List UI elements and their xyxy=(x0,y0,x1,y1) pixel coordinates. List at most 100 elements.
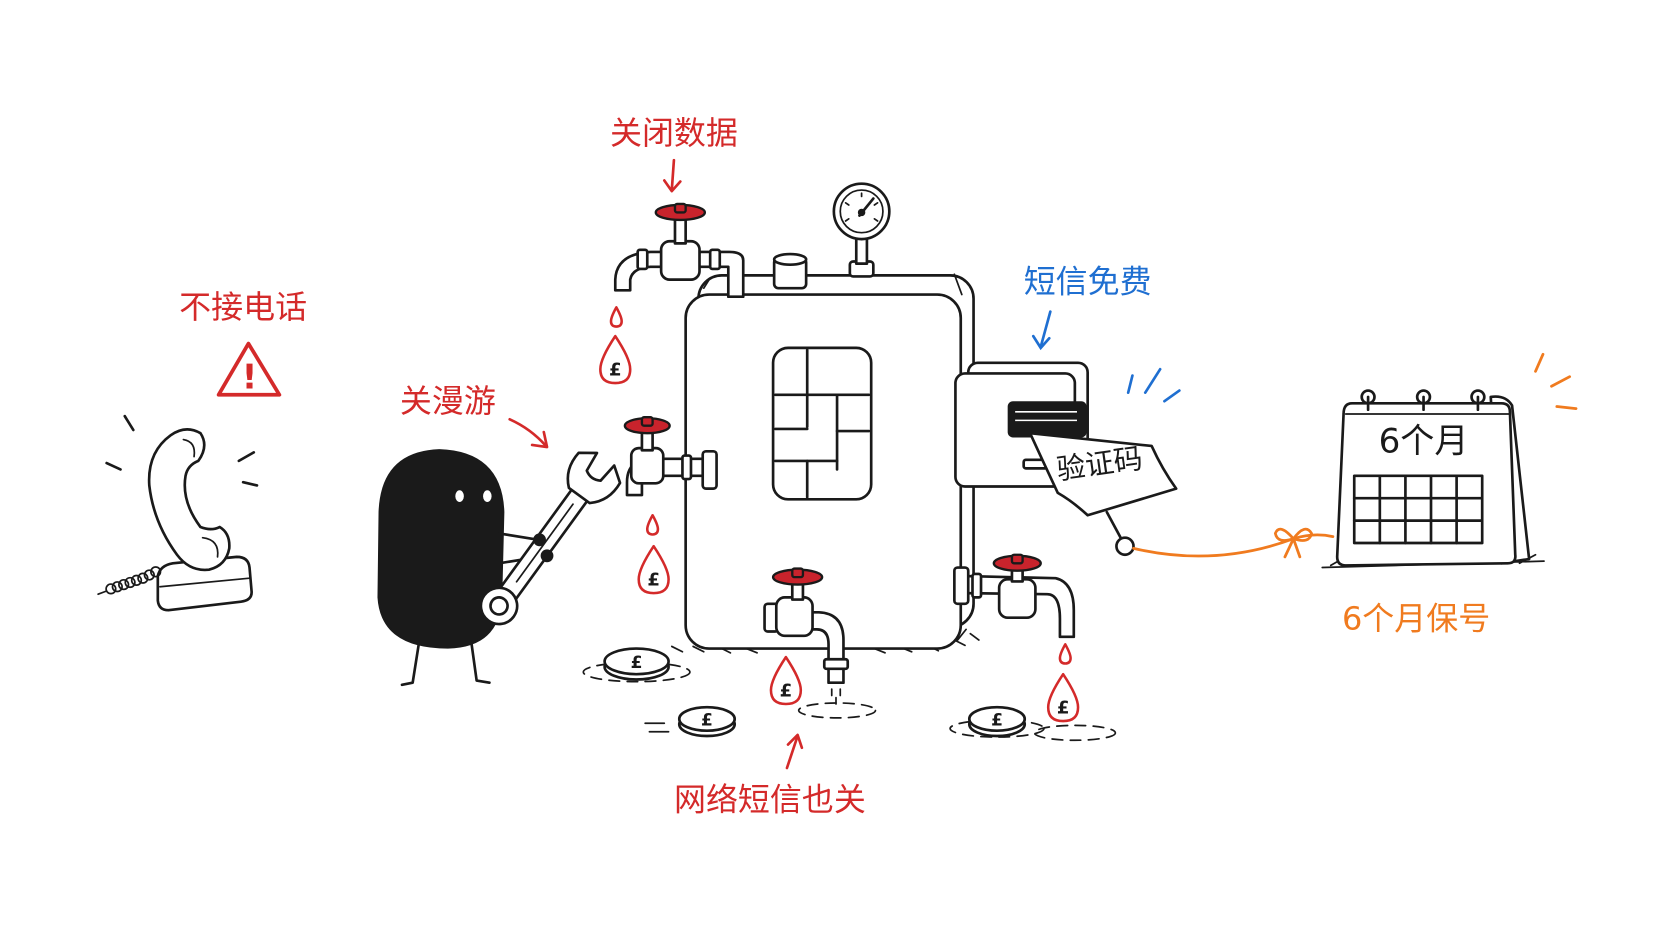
label-close-data: 关闭数据 xyxy=(610,114,738,152)
faucet-collar xyxy=(971,572,983,599)
faucet-handle-knob xyxy=(673,202,687,214)
character-left-leg xyxy=(400,640,421,687)
ring-mark xyxy=(241,480,259,487)
string-line xyxy=(1132,533,1335,558)
faucet-flange xyxy=(953,566,970,606)
faucet-handle-knob xyxy=(1010,553,1024,565)
character-right-leg xyxy=(469,640,491,685)
puddle xyxy=(797,702,877,719)
faucet-stem xyxy=(673,216,687,245)
faucet-handle-knob xyxy=(791,567,805,579)
emphasis-mark xyxy=(1555,405,1578,411)
paper-string xyxy=(1105,510,1124,542)
faucet-right-pipe xyxy=(964,574,1076,639)
arrow-sms-free xyxy=(1031,310,1052,351)
telephone-mouthpiece xyxy=(201,536,219,558)
sms-box-slot-lines xyxy=(1015,411,1077,422)
paper-pull-ring xyxy=(1115,536,1135,557)
money-drop-small xyxy=(1058,643,1072,665)
cord-tail xyxy=(97,590,108,596)
money-drop-icon: £ xyxy=(599,334,632,385)
ring-mark xyxy=(123,414,135,432)
arrow-roaming xyxy=(508,417,549,449)
cord-coil xyxy=(143,569,155,581)
tank-edges xyxy=(702,273,967,641)
character-hand xyxy=(533,533,546,547)
sim-chip-outline xyxy=(771,346,873,501)
faucet-icon xyxy=(763,567,850,705)
faucet-handle-knob xyxy=(640,416,654,427)
money-drop-small xyxy=(609,306,623,328)
drop-currency: £ xyxy=(780,681,793,702)
sms-emphasis-marks xyxy=(1126,367,1181,403)
cord-coil xyxy=(118,578,130,591)
hatch-mark xyxy=(969,632,980,641)
arrow-shaft xyxy=(508,417,548,448)
cord-coil xyxy=(150,566,162,578)
coin-face xyxy=(677,705,737,733)
character-body xyxy=(377,449,505,649)
cord-coil xyxy=(105,583,117,595)
faucet-collar xyxy=(636,248,649,271)
coin-icon: £ xyxy=(949,705,1045,738)
sim-card-icon xyxy=(684,273,975,650)
label-network-sms-off: 网络短信也关 xyxy=(674,781,866,819)
orange-string xyxy=(1132,527,1335,559)
faucet-valve-body xyxy=(629,446,665,485)
emphasis-mark xyxy=(1126,374,1134,394)
arrow-head xyxy=(530,430,549,449)
warning-exclamation: ! xyxy=(242,357,258,397)
calendar-emphasis-marks xyxy=(1534,352,1578,411)
label-roaming-off: 关漫游 xyxy=(400,382,496,420)
character-left-eye xyxy=(455,490,464,502)
faucet-icon xyxy=(613,202,745,299)
arrow-shaft xyxy=(785,734,799,770)
calendar-rings xyxy=(1360,389,1486,412)
sms-box-slot xyxy=(1007,401,1087,438)
emphasis-mark xyxy=(1143,367,1162,394)
label-sms-free: 短信免费 xyxy=(1024,262,1152,300)
string-bow xyxy=(1273,527,1313,559)
drop-currency: £ xyxy=(609,360,622,381)
faucet-collar xyxy=(708,248,722,271)
puddle xyxy=(1033,724,1117,742)
pressure-gauge-icon xyxy=(832,182,891,278)
drop-currency: £ xyxy=(1057,698,1070,719)
arrow-shaft xyxy=(670,158,676,192)
wrench-jaw xyxy=(566,451,622,505)
cord-coil xyxy=(124,576,136,589)
faucet-valve-body xyxy=(774,596,814,638)
verification-paper: 验证码 xyxy=(1028,431,1178,557)
coin-currency: £ xyxy=(701,710,713,730)
hatch-mark xyxy=(670,645,684,653)
ring-mark xyxy=(105,461,122,471)
calendar-icon: 6个月 xyxy=(1321,389,1545,569)
drop-currency: £ xyxy=(647,570,660,591)
coin-currency: £ xyxy=(991,710,1003,730)
cord-coil xyxy=(130,574,143,586)
hatch-mark xyxy=(692,645,705,653)
faucet-collar xyxy=(681,454,693,481)
telephone-earpiece xyxy=(182,438,196,458)
character-hand xyxy=(540,549,554,563)
warning-triangle xyxy=(216,341,282,397)
sim-chip xyxy=(771,346,873,501)
telephone-handset xyxy=(147,428,231,572)
gauge-stem xyxy=(854,235,869,265)
faucet-valve-body xyxy=(997,577,1037,619)
arrow-shaft xyxy=(1039,310,1052,349)
money-drop-icon: £ xyxy=(1046,672,1080,723)
telephone-base xyxy=(156,555,253,612)
cord-coil xyxy=(111,581,123,593)
arrow-head xyxy=(1031,334,1051,351)
money-drop-icon: £ xyxy=(637,544,670,595)
faucet-icon xyxy=(953,553,1076,639)
calendar-page xyxy=(1335,401,1517,567)
faucet-icon xyxy=(623,416,718,497)
coin-currency: £ xyxy=(631,653,643,673)
drop-outline xyxy=(769,655,803,706)
arrow-close-data xyxy=(662,158,682,193)
drop-outline xyxy=(637,544,670,595)
label-no-calls: 不接电话 xyxy=(179,288,307,326)
